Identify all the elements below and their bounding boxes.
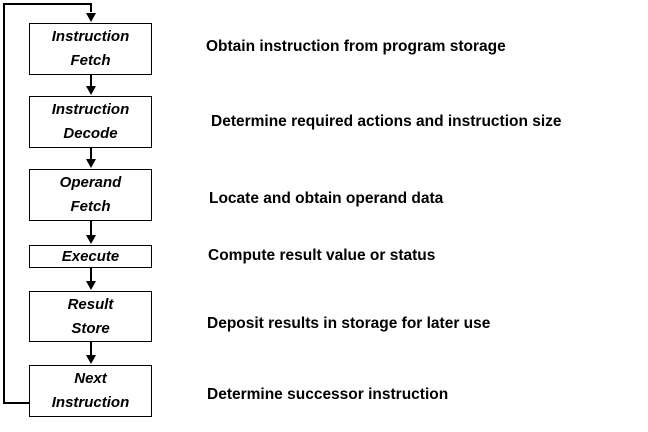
stage-label-line2: Store xyxy=(71,319,110,337)
stage-next-instruction: Next Instruction xyxy=(29,365,152,417)
description-instruction-fetch: Obtain instruction from program storage xyxy=(206,38,506,55)
stage-instruction-fetch: Instruction Fetch xyxy=(29,23,152,75)
stage-label-line1: Execute xyxy=(61,247,120,265)
arrowhead-operand-to-execute xyxy=(86,235,96,244)
stage-operand-fetch: Operand Fetch xyxy=(29,169,152,221)
loop-back-arrowhead xyxy=(86,13,96,22)
stage-label-line2: Fetch xyxy=(70,52,111,69)
stage-instruction-decode: Instruction Decode xyxy=(29,96,152,148)
description-execute: Compute result value or status xyxy=(208,247,436,264)
stage-result-store: Result Store xyxy=(29,291,152,342)
arrowhead-decode-to-operand xyxy=(86,159,96,168)
loop-back-line xyxy=(3,3,92,404)
arrowhead-fetch-to-decode xyxy=(86,86,96,95)
description-next-instruction: Determine successor instruction xyxy=(207,386,449,403)
stage-label-line1: Operand xyxy=(59,174,122,191)
description-result-store: Deposit results in storage for later use xyxy=(207,315,491,332)
stage-execute: Execute xyxy=(29,245,152,268)
arrowhead-execute-to-store xyxy=(86,281,96,290)
stage-label-line1: Result xyxy=(67,295,114,313)
stage-label-line2: Decode xyxy=(63,125,118,142)
stage-label-line2: Fetch xyxy=(70,198,111,215)
description-operand-fetch: Locate and obtain operand data xyxy=(209,190,444,207)
arrowhead-store-to-next xyxy=(86,355,96,364)
stage-label-line1: Next xyxy=(74,370,107,387)
stage-label-line1: Instruction xyxy=(51,101,130,118)
stage-label-line2: Instruction xyxy=(51,394,130,411)
description-instruction-decode: Determine required actions and instructi… xyxy=(211,113,562,130)
stage-label-line1: Instruction xyxy=(51,28,130,45)
